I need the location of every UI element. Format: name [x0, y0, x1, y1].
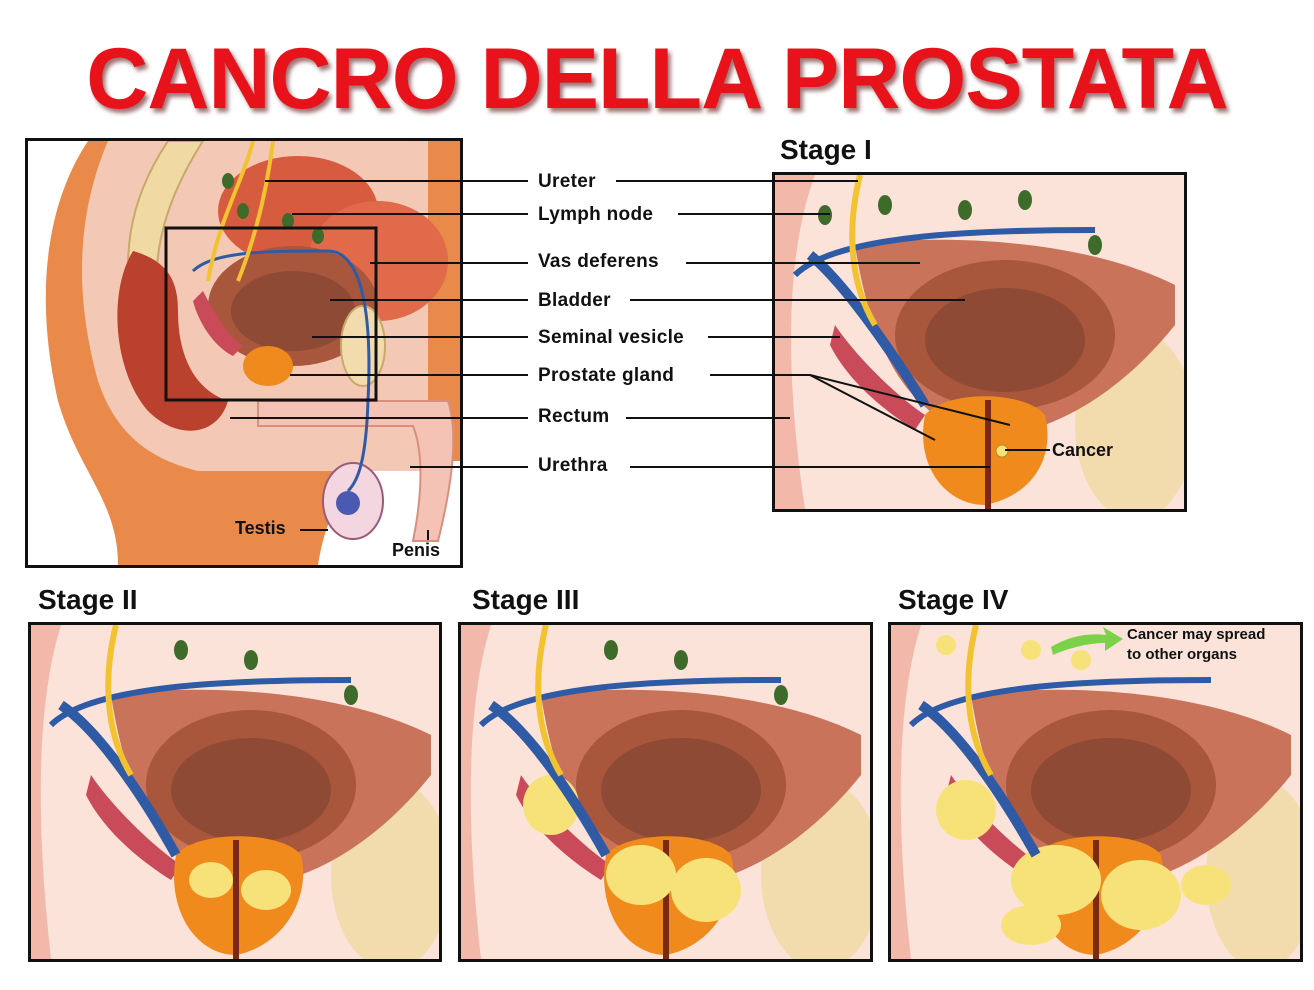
stage2-illustration	[31, 625, 439, 959]
stage1-panel	[772, 172, 1187, 512]
label-prostate-gland: Prostate gland	[538, 365, 675, 386]
stage1-label: Stage I	[780, 134, 872, 165]
overview-illustration	[45, 141, 460, 565]
stage2-panel	[28, 622, 442, 962]
page-title: CANCRO DELLA PROSTATA	[86, 31, 1229, 127]
stage4-label: Stage IV	[898, 584, 1009, 615]
stage2-label: Stage II	[38, 584, 138, 615]
stage3-illustration	[461, 625, 870, 959]
spread-arrow-icon	[1051, 627, 1123, 655]
stage3-label: Stage III	[472, 584, 580, 615]
stage1-illustration	[775, 175, 1184, 509]
label-urethra: Urethra	[538, 455, 608, 476]
stage4-spread-line1: Cancer may spread	[1127, 626, 1266, 643]
stage4-spread-line2: to other organs	[1127, 646, 1238, 663]
stage4-illustration	[891, 625, 1300, 959]
stage4-panel	[888, 622, 1303, 962]
label-rectum: Rectum	[538, 406, 610, 427]
label-ureter: Ureter	[538, 171, 596, 192]
stage1-cancer-label: Cancer	[1052, 440, 1114, 460]
label-lymph-node: Lymph node	[538, 204, 654, 225]
label-seminal-vesicle: Seminal vesicle	[538, 327, 685, 348]
stage3-panel	[458, 622, 873, 962]
overview-panel	[25, 138, 463, 568]
label-vas-deferens: Vas deferens	[538, 251, 659, 272]
testis-label: Testis	[235, 518, 286, 538]
penis-label: Penis	[392, 540, 441, 560]
label-bladder: Bladder	[538, 290, 611, 311]
